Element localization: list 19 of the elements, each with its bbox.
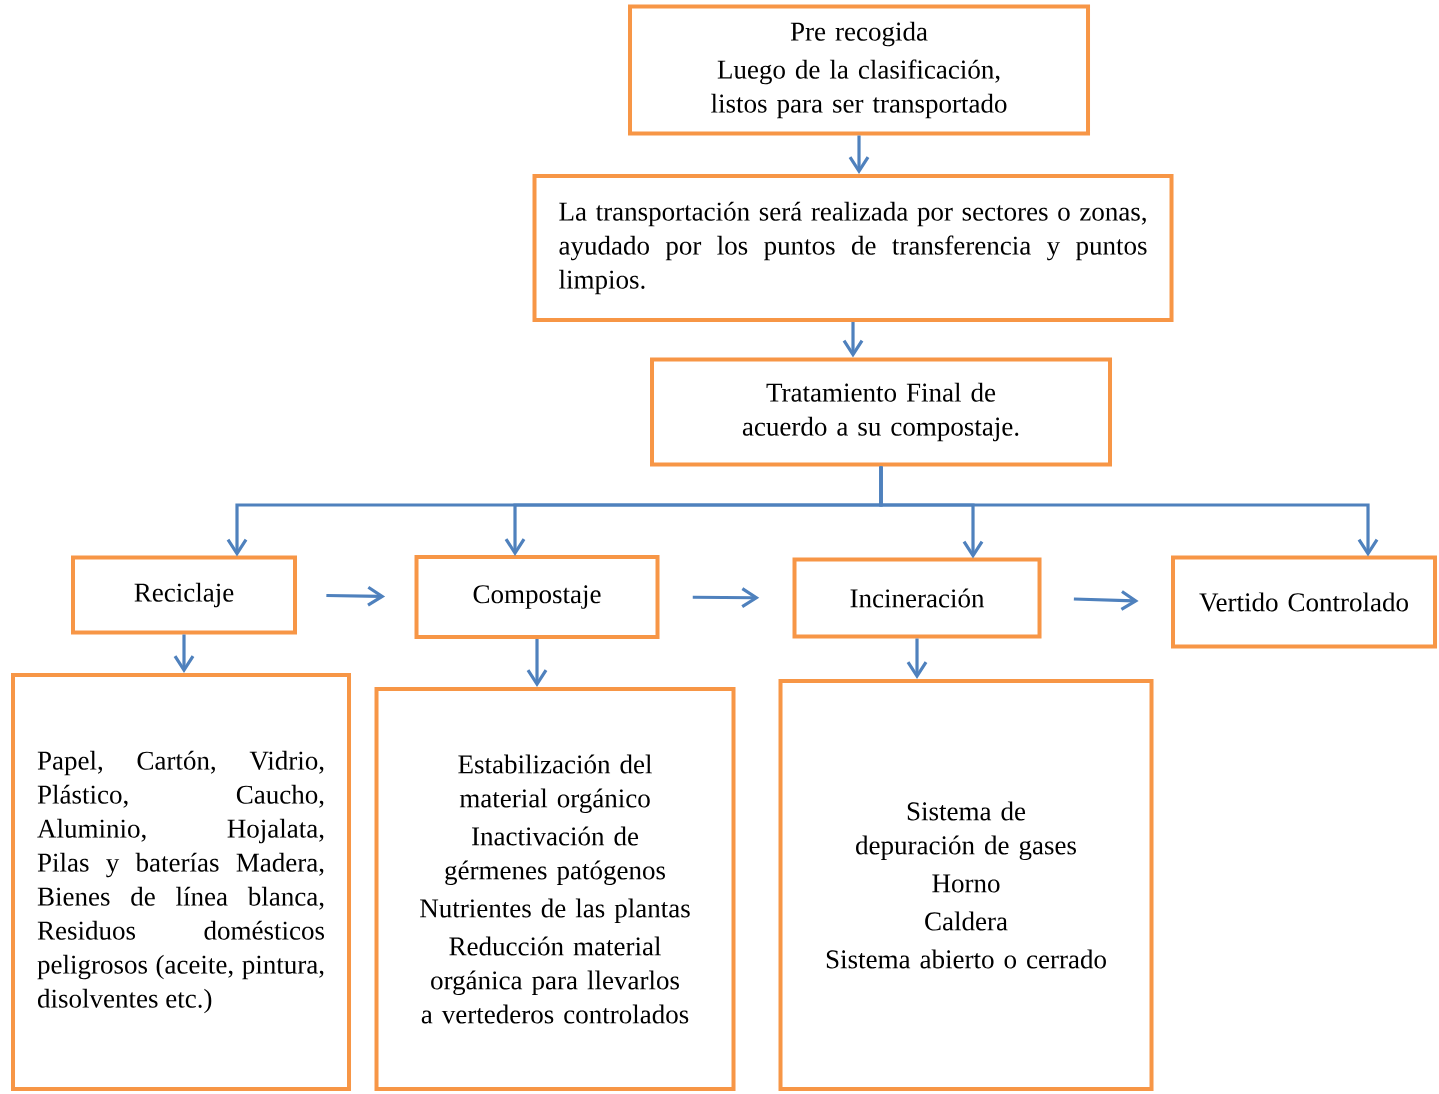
arrow (906, 638, 928, 679)
process-box: Sistema de depuración de gases Horno Caldera Sistema abierto o cerrado (778, 679, 1154, 1091)
process-box: Incineración (792, 557, 1042, 639)
process-box: Vertido Controlado (1171, 555, 1437, 649)
process-box: Tratamiento Final de acuerdo a su compostaje. (650, 357, 1112, 467)
process-box: Estabilización del material orgánico Inactivación de gérmenes patógenos Nutrientes de las plantas Reducción material orgánica para llevarlos a vertederos controlados (374, 687, 736, 1091)
arrow (326, 585, 386, 607)
arrow (879, 466, 1379, 557)
arrow (526, 639, 548, 687)
arrow (692, 587, 760, 608)
arrow (842, 322, 864, 358)
process-box: Pre recogida Luego de la clasificación, listos para ser transportado (628, 4, 1090, 136)
process-box: La transportación será realizada por sectores o zonas, ayudado por los puntos de transferencia y puntos limpios. (532, 174, 1174, 322)
arrow (173, 634, 195, 673)
process-box: Compostaje (414, 555, 660, 639)
process-box: Reciclaje (71, 555, 297, 635)
arrow (848, 135, 870, 174)
process-box: Papel, Cartón, Vidrio, Plástico, Caucho, Aluminio, Hojalata, Pilas y baterías Madera, Bienes de línea blanca, Residuos domésticos peligrosos (aceite, pintura, disolventes etc.) (11, 673, 351, 1091)
arrow (1073, 590, 1139, 611)
